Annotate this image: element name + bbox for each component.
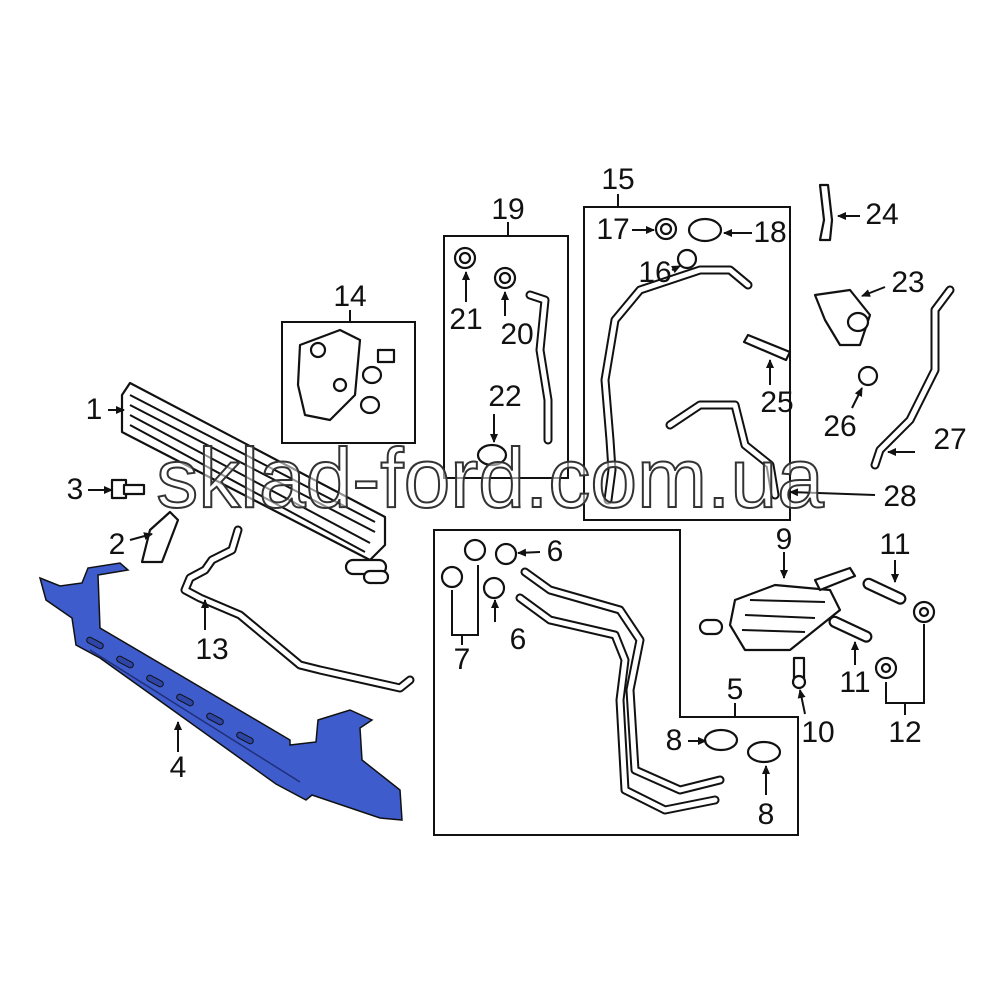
- part-5-tubes[interactable]: [515, 567, 725, 815]
- part-1-cooler[interactable]: [120, 381, 390, 585]
- part-13-hose[interactable]: [180, 525, 415, 693]
- callout-10[interactable]: 10: [801, 716, 835, 749]
- callout-1[interactable]: 1: [85, 393, 103, 426]
- part-27-hose[interactable]: [870, 285, 955, 470]
- part-20-seal[interactable]: [493, 266, 517, 290]
- part-11-pin[interactable]: [828, 615, 873, 643]
- callout-6[interactable]: 6: [546, 535, 564, 568]
- callout-12[interactable]: 12: [888, 716, 922, 749]
- callout-13[interactable]: 13: [195, 633, 229, 666]
- part-22-clamp[interactable]: [476, 443, 508, 467]
- part-23-valve[interactable]: [813, 288, 872, 347]
- part-17-seal[interactable]: [654, 217, 678, 241]
- part-11-pin[interactable]: [862, 577, 907, 605]
- part-21-seal[interactable]: [453, 246, 477, 270]
- group-box-15: [583, 206, 791, 521]
- part-25-sensor[interactable]: [742, 333, 792, 362]
- callout-2[interactable]: 2: [108, 528, 126, 561]
- callout-11[interactable]: 11: [839, 666, 871, 699]
- part-4-highlighted-support[interactable]: [38, 562, 403, 821]
- part-26-nut[interactable]: [857, 365, 879, 387]
- callout-14[interactable]: 14: [333, 280, 367, 313]
- callout-5[interactable]: 5: [726, 673, 744, 706]
- group-box-19: [443, 235, 569, 479]
- callout-6[interactable]: 6: [509, 623, 527, 656]
- callout-8[interactable]: 8: [757, 798, 775, 831]
- part-14-housing[interactable]: [296, 328, 396, 422]
- group-box-14: [281, 321, 416, 444]
- part-28-tube[interactable]: [665, 400, 780, 500]
- callout-22[interactable]: 22: [488, 380, 522, 413]
- part-16-seal[interactable]: [676, 248, 698, 270]
- callout-27[interactable]: 27: [933, 423, 967, 456]
- part-10-bolt[interactable]: [791, 656, 807, 690]
- callout-11[interactable]: 11: [879, 528, 911, 561]
- leader-lines: [88, 194, 925, 795]
- callout-4[interactable]: 4: [169, 751, 187, 784]
- part-15-tube[interactable]: [600, 265, 753, 505]
- callout-8[interactable]: 8: [665, 724, 683, 757]
- part-6-seal[interactable]: [482, 542, 518, 600]
- callout-28[interactable]: 28: [883, 480, 917, 513]
- part-24-bracket[interactable]: [818, 183, 834, 242]
- part-18-clamp[interactable]: [687, 217, 723, 243]
- callout-26[interactable]: 26: [823, 410, 857, 443]
- part-2-bracket[interactable]: [140, 510, 180, 564]
- callout-20[interactable]: 20: [500, 318, 534, 351]
- part-7-seal[interactable]: [440, 538, 487, 589]
- callout-9[interactable]: 9: [775, 523, 793, 556]
- callout-24[interactable]: 24: [865, 198, 899, 231]
- callout-23[interactable]: 23: [891, 266, 925, 299]
- part-9-cooler[interactable]: [698, 566, 857, 652]
- part-12-nut[interactable]: [912, 600, 936, 624]
- callout-3[interactable]: 3: [66, 473, 84, 506]
- group-box-5: [433, 529, 799, 836]
- callout-7[interactable]: 7: [453, 643, 471, 676]
- callout-21[interactable]: 21: [449, 303, 483, 336]
- callout-16[interactable]: 16: [638, 256, 672, 289]
- callout-17[interactable]: 17: [596, 213, 630, 246]
- callout-19[interactable]: 19: [491, 193, 525, 226]
- callout-18[interactable]: 18: [753, 216, 787, 249]
- callout-15[interactable]: 15: [601, 163, 635, 196]
- part-12-nut[interactable]: [874, 656, 898, 680]
- part-8-clamp[interactable]: [703, 728, 782, 764]
- part-19-hose[interactable]: [525, 290, 553, 445]
- callout-25[interactable]: 25: [760, 386, 794, 419]
- watermark: sklad-ford.com.ua: [155, 431, 825, 525]
- part-3-bolt[interactable]: [110, 478, 146, 500]
